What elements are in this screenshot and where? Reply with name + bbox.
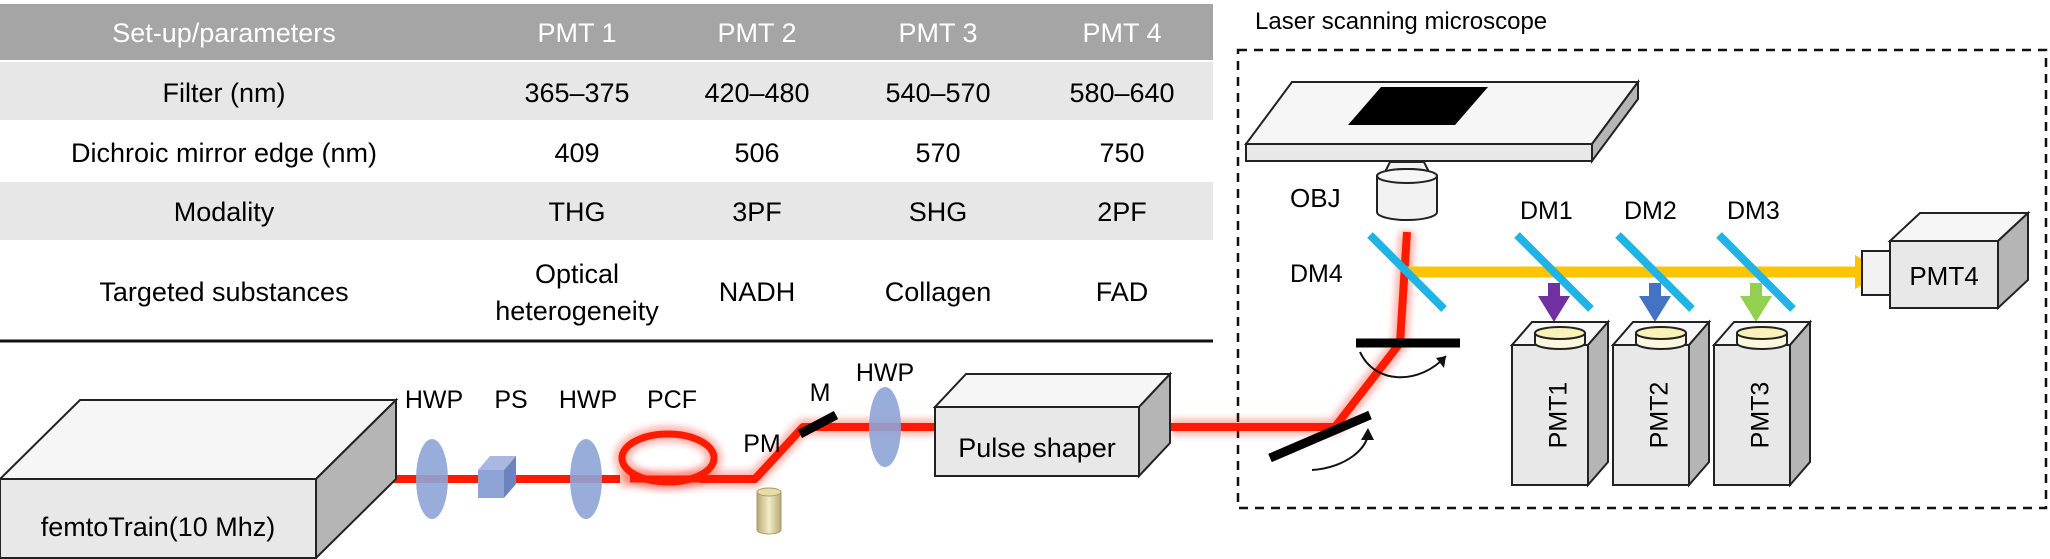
mirror-m bbox=[797, 411, 839, 438]
hwp3-label: HWP bbox=[856, 359, 914, 387]
cell-filter-pmt1: 365–375 bbox=[524, 78, 629, 108]
cell-targeted-pmt2: NADH bbox=[719, 277, 796, 307]
hwp3 bbox=[869, 387, 901, 467]
dm3-label: DM3 bbox=[1727, 197, 1780, 225]
dm1-mirror bbox=[1514, 232, 1594, 312]
scan-mirrors bbox=[1268, 338, 1460, 471]
cell-targeted-pmt3: Collagen bbox=[885, 277, 992, 307]
table-header-pmt2: PMT 2 bbox=[717, 18, 796, 48]
table-header-label: Set-up/parameters bbox=[112, 18, 336, 48]
pmt1-detector: PMT1 bbox=[1509, 319, 1611, 488]
pcf-label: PCF bbox=[647, 386, 697, 414]
objective-label: OBJ bbox=[1290, 183, 1341, 213]
dm3-mirror bbox=[1716, 232, 1796, 312]
microscope-title: Laser scanning microscope bbox=[1255, 8, 1547, 35]
hwp2-label: HWP bbox=[559, 386, 617, 414]
hwp1-label: HWP bbox=[405, 386, 463, 414]
cell-modality-pmt4: 2PF bbox=[1097, 197, 1147, 227]
arrow-to-pmt3 bbox=[1740, 283, 1772, 322]
power-meter bbox=[756, 487, 782, 535]
cell-filter-pmt3: 540–570 bbox=[885, 78, 990, 108]
cell-dichroic-pmt2: 506 bbox=[734, 138, 779, 168]
cell-targeted-pmt1-line2: heterogeneity bbox=[495, 296, 659, 326]
dm2-mirror bbox=[1615, 232, 1695, 312]
arrow-to-pmt2 bbox=[1639, 283, 1671, 322]
pmt4-label: PMT4 bbox=[1909, 261, 1978, 291]
table-row-stripe bbox=[0, 182, 1213, 240]
table-header-pmt3: PMT 3 bbox=[898, 18, 977, 48]
table-header-pmt4: PMT 4 bbox=[1082, 18, 1161, 48]
table-row-stripe bbox=[0, 62, 1213, 120]
table-header-bg bbox=[0, 4, 1213, 60]
photonic-crystal-fiber bbox=[615, 427, 721, 489]
pmt1-label: PMT1 bbox=[1545, 382, 1573, 449]
hwp1 bbox=[416, 439, 448, 519]
dm1-label: DM1 bbox=[1520, 197, 1573, 225]
pmt2-detector: PMT2 bbox=[1610, 319, 1712, 488]
sample-stage bbox=[1244, 78, 1640, 165]
laser-label: femtoTrain(10 Mhz) bbox=[41, 512, 276, 542]
hwp2 bbox=[570, 439, 602, 519]
pulse-shaper-label: Pulse shaper bbox=[958, 433, 1116, 463]
cell-targeted-pmt1-line1: Optical bbox=[535, 259, 619, 289]
table-header-pmt1: PMT 1 bbox=[537, 18, 616, 48]
dm2-label: DM2 bbox=[1624, 197, 1677, 225]
arrow-to-pmt1 bbox=[1538, 283, 1570, 322]
cell-dichroic-pmt3: 570 bbox=[915, 138, 960, 168]
pmt3-detector: PMT3 bbox=[1711, 319, 1813, 488]
dm4-label: DM4 bbox=[1290, 260, 1343, 288]
cell-dichroic-pmt1: 409 bbox=[554, 138, 599, 168]
parameter-table: Set-up/parameters PMT 1 PMT 2 PMT 3 PMT … bbox=[0, 4, 1213, 343]
objective bbox=[1376, 161, 1438, 221]
pmt-arrows bbox=[1538, 283, 1772, 322]
cell-modality-pmt2: 3PF bbox=[732, 197, 782, 227]
cell-modality-pmt1: THG bbox=[549, 197, 606, 227]
sample bbox=[1348, 87, 1488, 125]
cell-filter-pmt4: 580–640 bbox=[1069, 78, 1174, 108]
dm4-mirror bbox=[1367, 232, 1447, 312]
cell-modality-pmt3: SHG bbox=[909, 197, 968, 227]
row-label-dichroic-edge: Dichroic mirror edge (nm) bbox=[71, 138, 377, 168]
row-label-targeted: Targeted substances bbox=[99, 277, 348, 307]
cell-filter-pmt2: 420–480 bbox=[704, 78, 809, 108]
polarization-splitter bbox=[478, 456, 516, 498]
ps-label: PS bbox=[494, 386, 527, 414]
pmt3-label: PMT3 bbox=[1747, 382, 1775, 449]
dichroic-mirrors bbox=[1367, 232, 1796, 312]
row-label-filter: Filter (nm) bbox=[163, 78, 286, 108]
pulse-shaper: Pulse shaper bbox=[932, 371, 1173, 479]
row-label-modality: Modality bbox=[174, 197, 275, 227]
laser-source: femtoTrain(10 Mhz) bbox=[0, 397, 399, 559]
pmt4-detector: PMT4 bbox=[1861, 210, 2031, 311]
cell-targeted-pmt4: FAD bbox=[1096, 277, 1149, 307]
scan-mirror-lower bbox=[1268, 410, 1372, 463]
pm-label: PM bbox=[743, 430, 781, 458]
m-label: M bbox=[810, 379, 831, 407]
pmt2-label: PMT2 bbox=[1646, 382, 1674, 449]
cell-dichroic-pmt4: 750 bbox=[1099, 138, 1144, 168]
microscope-enclosure bbox=[1236, 48, 2048, 510]
